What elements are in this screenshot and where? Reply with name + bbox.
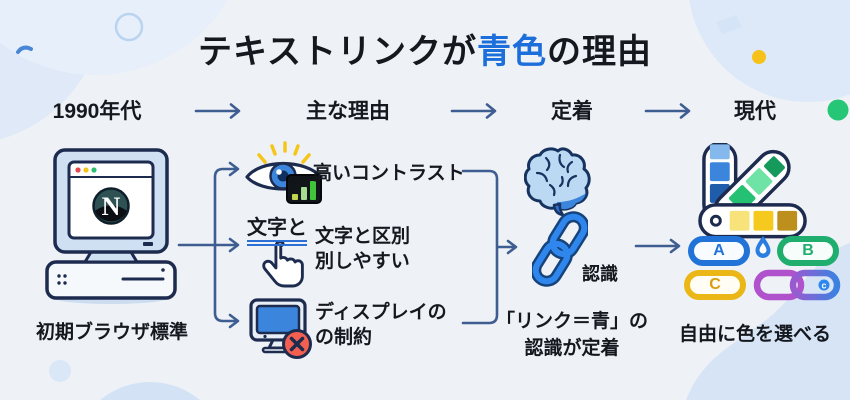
yellow-dot-decor [752, 50, 766, 64]
stage-label-modern: 現代 [734, 100, 776, 123]
blob-bottom-left [100, 382, 200, 400]
gradient-chain-icon: c [753, 269, 841, 301]
branch-connector-left [177, 161, 240, 329]
wave-bottom-right [686, 243, 850, 400]
stage1-caption: 初期ブラウザ標準 [35, 322, 189, 343]
link-badge-c-letter: C [709, 276, 721, 293]
arrow-stage2-stage3 [450, 103, 497, 119]
ring-decor [114, 12, 144, 42]
chain-link-icon [532, 211, 588, 287]
retro-computer-netscape-icon: N [45, 148, 177, 304]
color-swatch-fan-icon [698, 143, 807, 239]
reason1-text: 高いコントラスト [313, 163, 465, 184]
link-badge-a-letter: A [713, 242, 725, 259]
hand-cursor-icon [262, 240, 304, 288]
eye-contrast-icon [245, 141, 323, 204]
traffic-dot-yellow [83, 167, 89, 173]
stage-label-reasons: 主な理由 [306, 100, 390, 123]
square-decor [716, 15, 742, 34]
link-badge-b-letter: B [802, 242, 814, 259]
recognition-label: 認識 [582, 264, 618, 284]
blob-top-left-2 [0, 0, 228, 75]
netscape-letter: N [102, 192, 121, 221]
reason3-line1: ディスプレイの [315, 302, 447, 323]
link-badge-c: C [684, 270, 746, 300]
contrast-bars-icon [286, 174, 322, 204]
green-dot-decor [827, 99, 849, 121]
stage4-caption: 自由に色を選べる [678, 324, 832, 345]
dot-bottom-left [49, 360, 71, 382]
page-title: テキストリンクが青色の理由 [0, 24, 850, 73]
reason2-line2: 別しやすい [315, 251, 410, 272]
display-limit-icon [249, 298, 312, 359]
arrow-stage1-stage2 [194, 103, 241, 119]
stage-label-settled: 定着 [551, 100, 593, 123]
reason3-text: ディスプレイの の制約 [315, 300, 447, 350]
reason3-line2: の制約 [315, 327, 373, 348]
title-post: の理由 [546, 33, 652, 71]
stage3-caption: 「リンク＝青」の 認識が定着 [496, 308, 648, 362]
stage3-caption-line2: 認識が定着 [524, 338, 620, 359]
stage3-caption-line1: 「リンク＝青」の [495, 311, 649, 332]
brain-icon [524, 147, 591, 217]
arrow-chain-modern [634, 238, 681, 254]
link-badge-b: B [777, 236, 839, 266]
traffic-dot-red [75, 167, 81, 173]
traffic-dot-green [91, 167, 97, 173]
color-drop-icon [755, 236, 771, 258]
netscape-logo-icon: N [92, 187, 130, 225]
gradient-chain-letter: c [821, 281, 826, 291]
link-badge-a: A [688, 236, 750, 266]
link-sample-text: 文字と [247, 216, 307, 246]
bracket-connector-right [461, 169, 518, 325]
forbidden-x-icon [282, 329, 312, 359]
reason2-text: 文字と区別 別しやすい [315, 224, 410, 274]
title-highlight: 青色 [476, 33, 547, 71]
stage-label-1990s: 1990年代 [52, 100, 142, 123]
squiggle-decor [16, 45, 33, 54]
reason2-line1: 文字と区別 [315, 226, 411, 247]
title-pre: テキストリンクが [198, 33, 477, 71]
arrow-stage3-stage4 [644, 103, 691, 119]
